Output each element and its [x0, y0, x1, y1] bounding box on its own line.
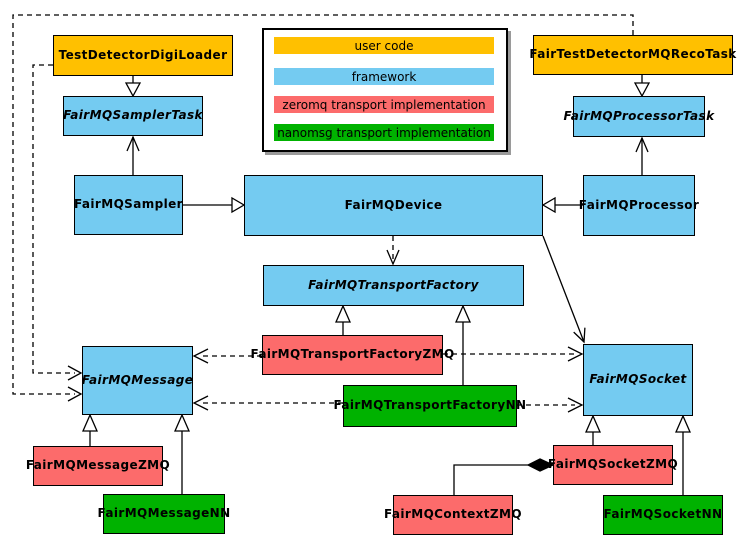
node-fairmq-device: FairMQDevice — [244, 175, 543, 236]
legend-label: framework — [351, 69, 417, 84]
edge-device-transportfactory — [386, 236, 400, 266]
node-fairmq-transport-factory-zmq: FairMQTransportFactoryZMQ — [250, 335, 454, 375]
node-fairmq-processor-task: FairMQProcessorTask — [564, 96, 714, 137]
edge-device-socket — [542, 235, 586, 344]
legend: user code framework zeromq transport imp… — [262, 28, 508, 152]
edge-messagezmq-message — [82, 413, 98, 446]
node-fairmq-socket: FairMQSocket — [583, 344, 693, 416]
edge-factoryzmq-socket — [443, 346, 584, 362]
edge-socketzmq-socket — [585, 414, 601, 445]
node-fair-test-detector-mq-reco-task: FairTestDetectorMQRecoTask — [529, 35, 736, 75]
node-fairmq-sampler-task: FairMQSamplerTask — [63, 96, 203, 136]
edge-socketnn-socket — [675, 414, 691, 495]
legend-item-nanomsg: nanomsg transport implementation — [274, 124, 494, 141]
edge-messagenn-message — [174, 413, 190, 494]
node-fairmq-transport-factory: FairMQTransportFactory — [263, 265, 524, 306]
edge-recotask-message — [12, 14, 634, 402]
node-fairmq-message-nn: FairMQMessageNN — [97, 494, 230, 534]
edge-factorynn-message — [192, 395, 343, 411]
edge-processor-processortask — [635, 136, 649, 175]
edge-digiloader-samplertask — [124, 76, 142, 98]
node-fairmq-socket-nn: FairMQSocketNN — [603, 495, 723, 535]
node-fairmq-sampler: FairMQSampler — [74, 175, 183, 235]
legend-label: user code — [354, 38, 414, 53]
edge-processor-device — [541, 196, 583, 214]
edge-sampler-samplertask — [126, 135, 140, 175]
node-fairmq-transport-factory-nn: FairMQTransportFactoryNN — [334, 385, 526, 427]
edge-digiloader-message — [32, 64, 83, 381]
node-fairmq-processor: FairMQProcessor — [579, 175, 699, 236]
edge-factorynn-factory — [455, 304, 471, 385]
edge-sampler-device — [183, 196, 246, 214]
node-fairmq-context-zmq: FairMQContextZMQ — [384, 495, 522, 535]
node-fairmq-message-zmq: FairMQMessageZMQ — [26, 446, 170, 486]
edge-factoryzmq-factory — [335, 304, 351, 335]
legend-item-zeromq: zeromq transport implementation — [274, 96, 494, 113]
legend-item-user-code: user code — [274, 37, 494, 54]
edge-factorynn-socket — [517, 397, 584, 413]
legend-label: nanomsg transport implementation — [277, 125, 491, 140]
legend-item-framework: framework — [274, 68, 494, 85]
node-fairmq-message: FairMQMessage — [82, 346, 193, 415]
legend-label: zeromq transport implementation — [282, 97, 486, 112]
edge-recotask-processortask — [633, 75, 651, 98]
node-fairmq-socket-zmq: FairMQSocketZMQ — [548, 445, 678, 485]
edge-contextzmq-socketzmq — [453, 458, 555, 495]
node-test-detector-digi-loader: TestDetectorDigiLoader — [53, 35, 233, 76]
edge-factoryzmq-message — [192, 348, 262, 364]
